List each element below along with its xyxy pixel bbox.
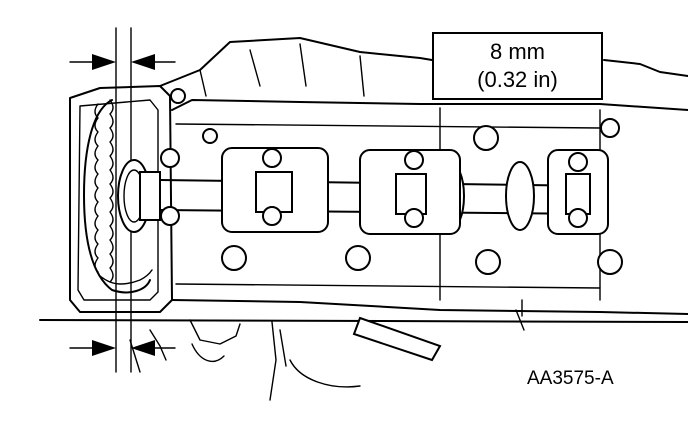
spec-metric: 8 mm [490, 39, 545, 64]
dimension-arrow-icon [92, 340, 155, 356]
camshaft [159, 147, 609, 235]
bolt-icon [160, 88, 623, 275]
timing-chain [83, 99, 153, 294]
figure-id: AA3575-A [527, 368, 614, 389]
spec-imperial: (0.32 in) [477, 67, 558, 92]
lower-fittings [39, 299, 688, 401]
specification-callout: 8 mm (0.32 in) [432, 32, 603, 100]
dimension-arrow-icon [92, 54, 155, 70]
cam-sprocket [117, 159, 161, 233]
